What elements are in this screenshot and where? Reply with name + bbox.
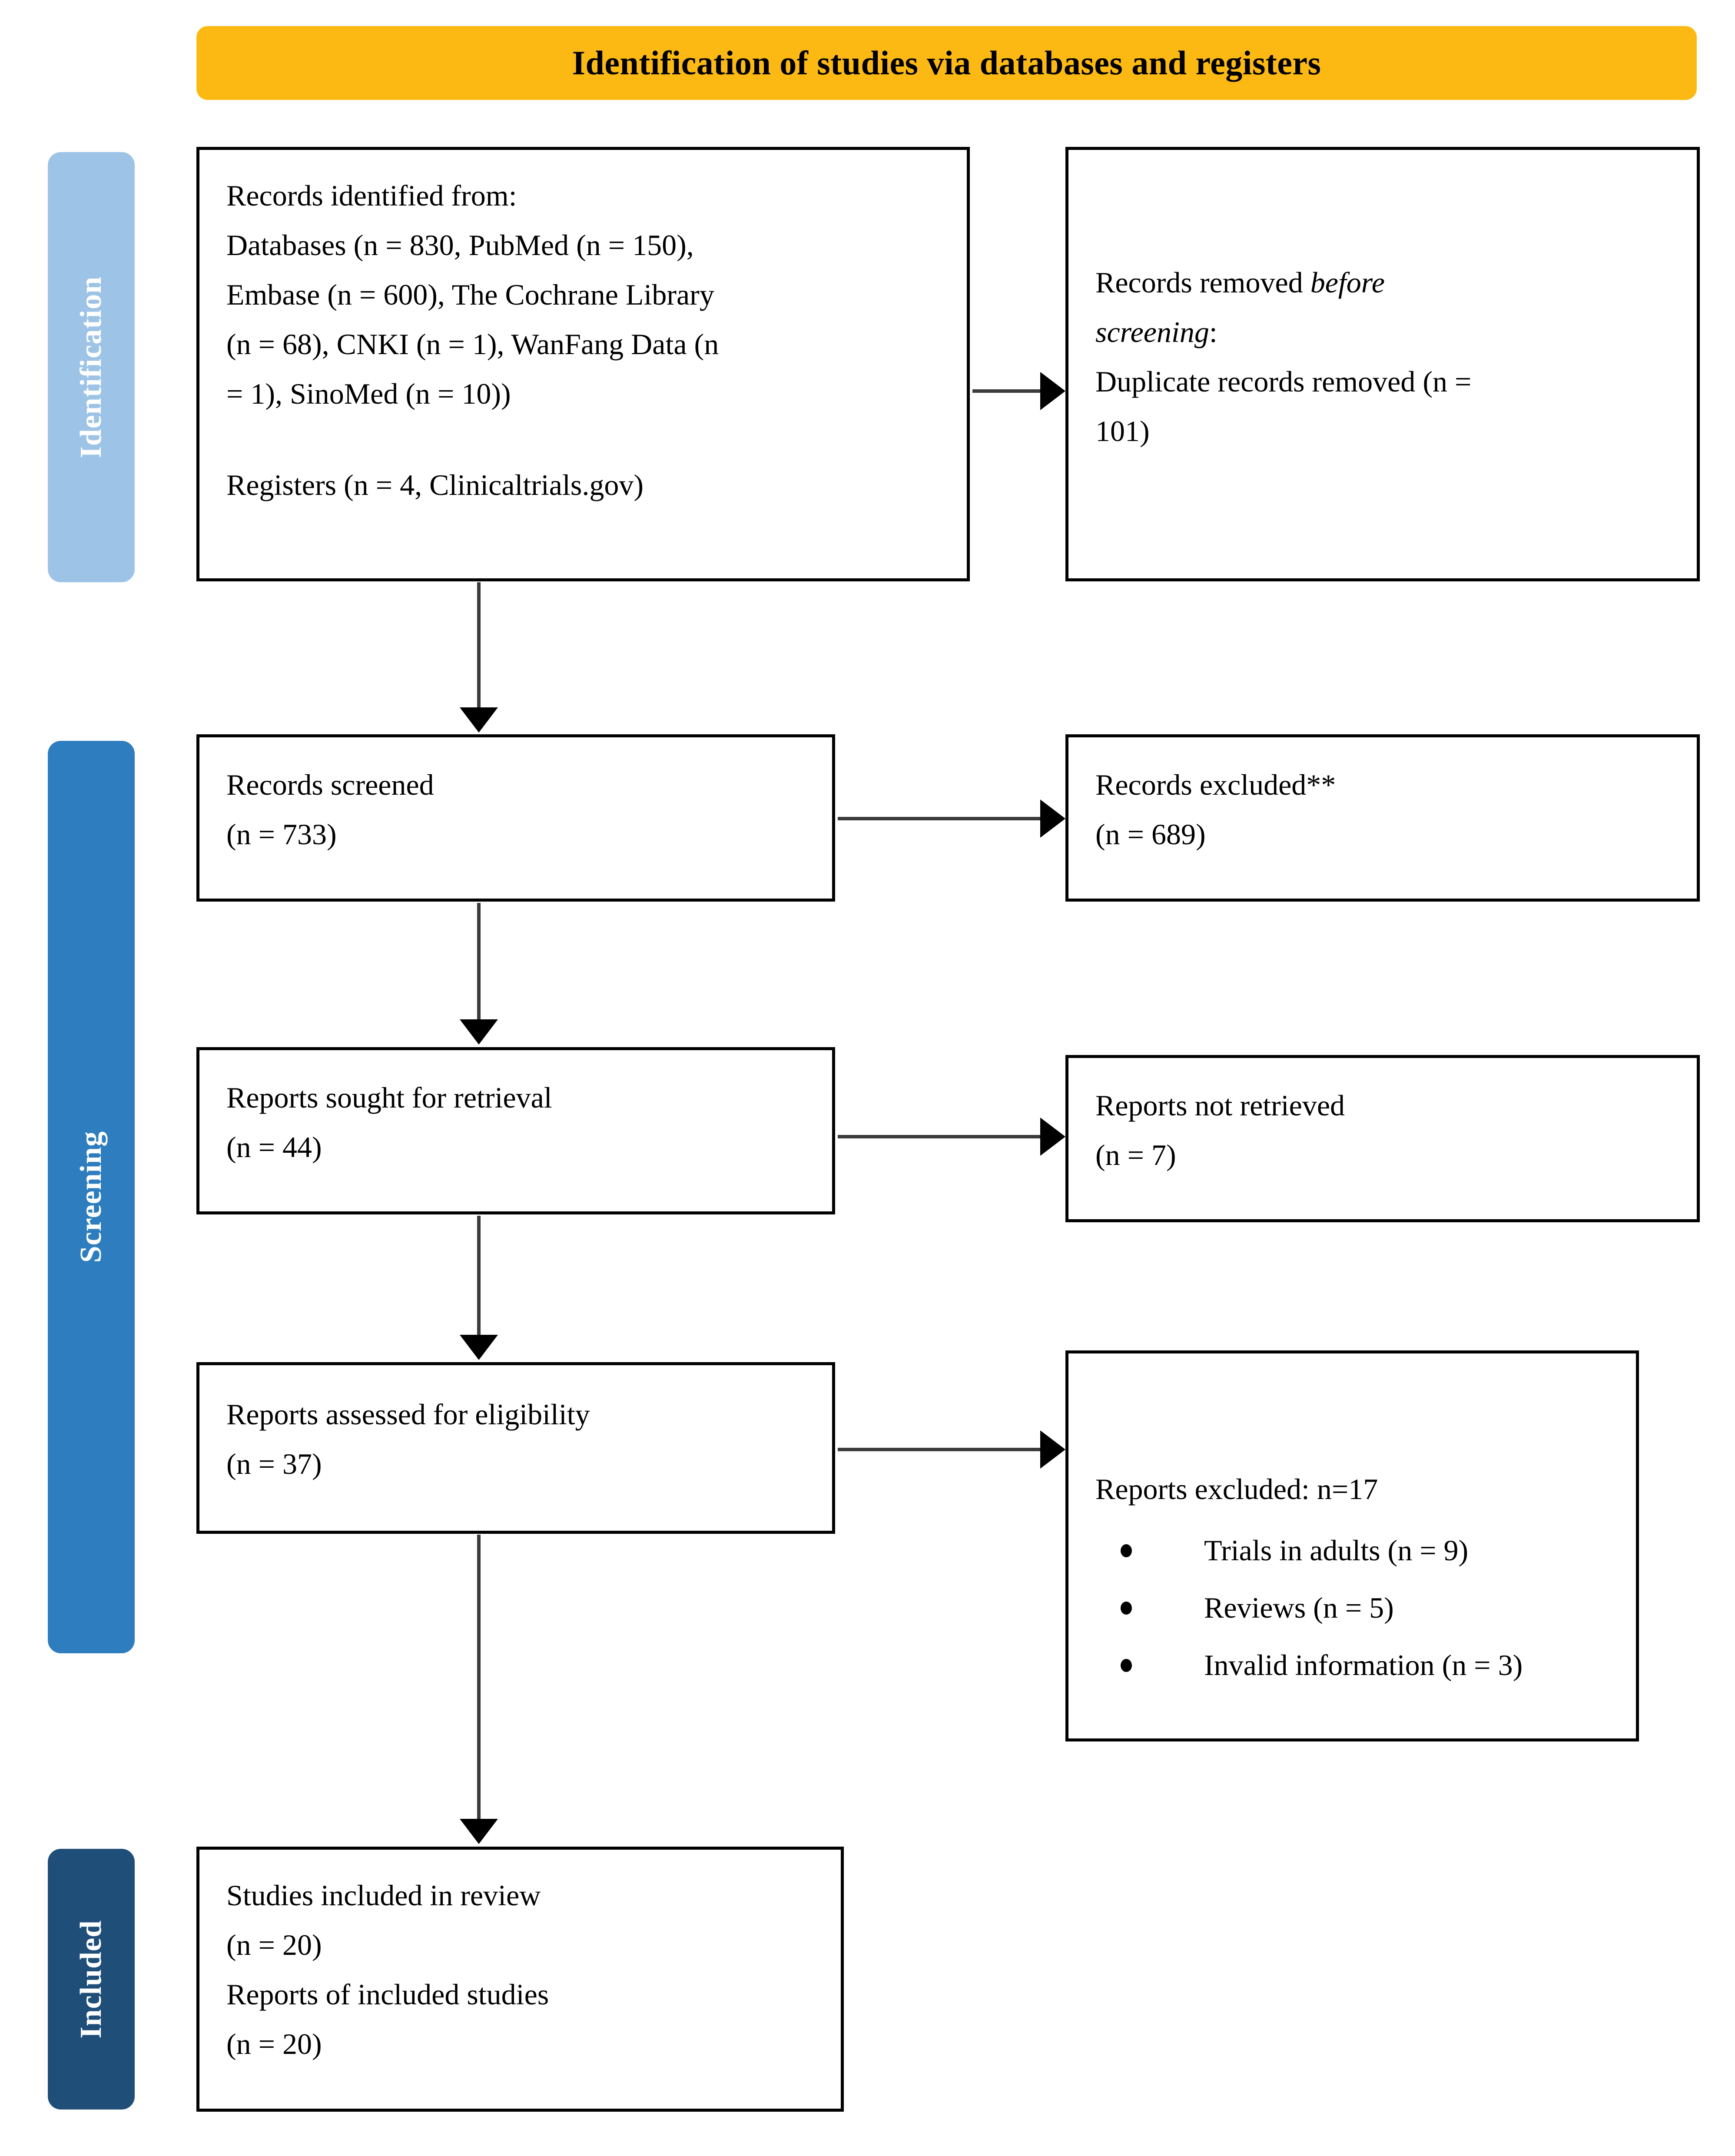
records-removed-colon: : xyxy=(1209,315,1217,348)
records-screened-count: (n = 733) xyxy=(226,818,337,851)
records-identified-line-5: = 1), SinoMed (n = 10)) xyxy=(226,377,511,410)
box-studies-included: Studies included in review (n = 20) Repo… xyxy=(196,1847,844,2112)
reports-assessed-label: Reports assessed for eligibility xyxy=(226,1398,590,1431)
records-screened-label: Records screened xyxy=(226,768,434,801)
reports-not-retrieved-count: (n = 7) xyxy=(1095,1138,1176,1171)
arrow-screened-to-sought xyxy=(477,903,481,1021)
stage-identification-label: Identification xyxy=(74,276,108,458)
records-excluded-label: Records excluded** xyxy=(1095,768,1336,801)
records-removed-screening-italic: screening xyxy=(1095,315,1209,348)
arrow-sought-to-assessed xyxy=(477,1216,481,1337)
stage-screening-label: Screening xyxy=(74,1131,108,1263)
records-identified-line-1: Records identified from: xyxy=(226,179,517,212)
bullet-icon xyxy=(1121,1602,1132,1615)
records-removed-text-plain: Records removed xyxy=(1095,266,1310,299)
box-records-excluded: Records excluded** (n = 689) xyxy=(1065,734,1700,902)
reports-included-label: Reports of included studies xyxy=(226,1978,549,2011)
bullet-icon xyxy=(1121,1544,1132,1557)
box-records-screened: Records screened (n = 733) xyxy=(196,734,835,902)
records-identified-line-2: Databases (n = 830, PubMed (n = 150), xyxy=(226,229,694,262)
arrow-screened-to-excluded xyxy=(838,817,1040,820)
box-reports-not-retrieved: Reports not retrieved (n = 7) xyxy=(1065,1055,1700,1222)
reason-label: Trials in adults (n = 9) xyxy=(1204,1534,1469,1567)
records-identified-registers: Registers (n = 4, Clinicaltrials.gov) xyxy=(226,468,644,501)
stage-included: Included xyxy=(48,1849,135,2110)
records-identified-line-3: Embase (n = 600), The Cochrane Library xyxy=(226,278,714,311)
reports-excluded-heading: Reports excluded: n=17 xyxy=(1095,1473,1378,1506)
arrow-identified-to-removed xyxy=(972,389,1040,393)
records-identified-spacer xyxy=(226,418,954,460)
list-item: Invalid information (n = 3) xyxy=(1095,1636,1627,1694)
records-excluded-count: (n = 689) xyxy=(1095,818,1206,851)
arrow-sought-to-not-retrieved xyxy=(838,1135,1040,1138)
box-reports-assessed: Reports assessed for eligibility (n = 37… xyxy=(196,1362,835,1534)
reason-label: Invalid information (n = 3) xyxy=(1204,1649,1523,1682)
reports-not-retrieved-label: Reports not retrieved xyxy=(1095,1089,1345,1122)
reason-label: Reviews (n = 5) xyxy=(1204,1591,1394,1624)
records-removed-text-italic: before xyxy=(1310,266,1385,299)
header-banner: Identification of studies via databases … xyxy=(196,26,1697,100)
box-records-identified: Records identified from: Databases (n = … xyxy=(196,147,970,581)
bullet-icon xyxy=(1121,1659,1132,1672)
studies-included-count: (n = 20) xyxy=(226,1928,322,1961)
records-removed-line-4: 101) xyxy=(1095,415,1150,448)
records-removed-line-3: Duplicate records removed (n = xyxy=(1095,365,1472,398)
stage-screening: Screening xyxy=(48,741,135,1653)
box-records-removed: Records removed before screening: Duplic… xyxy=(1065,147,1700,581)
reports-excluded-reason-list: Trials in adults (n = 9) Reviews (n = 5)… xyxy=(1095,1522,1627,1694)
reports-assessed-count: (n = 37) xyxy=(226,1447,322,1480)
records-identified-line-4: (n = 68), CNKI (n = 1), WanFang Data (n xyxy=(226,328,719,361)
list-item: Reviews (n = 5) xyxy=(1095,1579,1627,1636)
records-removed-line-2: screening: xyxy=(1095,307,1684,357)
records-removed-line-1: Records removed before xyxy=(1095,258,1684,307)
reports-sought-label: Reports sought for retrieval xyxy=(226,1081,552,1114)
stage-included-label: Included xyxy=(74,1920,108,2039)
reports-included-count: (n = 20) xyxy=(226,2027,322,2060)
arrow-identified-to-screened xyxy=(477,582,481,709)
arrow-assessed-to-included xyxy=(477,1535,481,1821)
reports-sought-count: (n = 44) xyxy=(226,1131,322,1164)
box-reports-excluded-reasons: Reports excluded: n=17 Trials in adults … xyxy=(1065,1350,1639,1741)
banner-title: Identification of studies via databases … xyxy=(572,44,1321,82)
arrow-assessed-to-reports-excluded xyxy=(838,1448,1040,1451)
box-reports-sought: Reports sought for retrieval (n = 44) xyxy=(196,1047,835,1214)
list-item: Trials in adults (n = 9) xyxy=(1095,1522,1627,1579)
studies-included-label: Studies included in review xyxy=(226,1879,541,1912)
stage-identification: Identification xyxy=(48,152,135,582)
